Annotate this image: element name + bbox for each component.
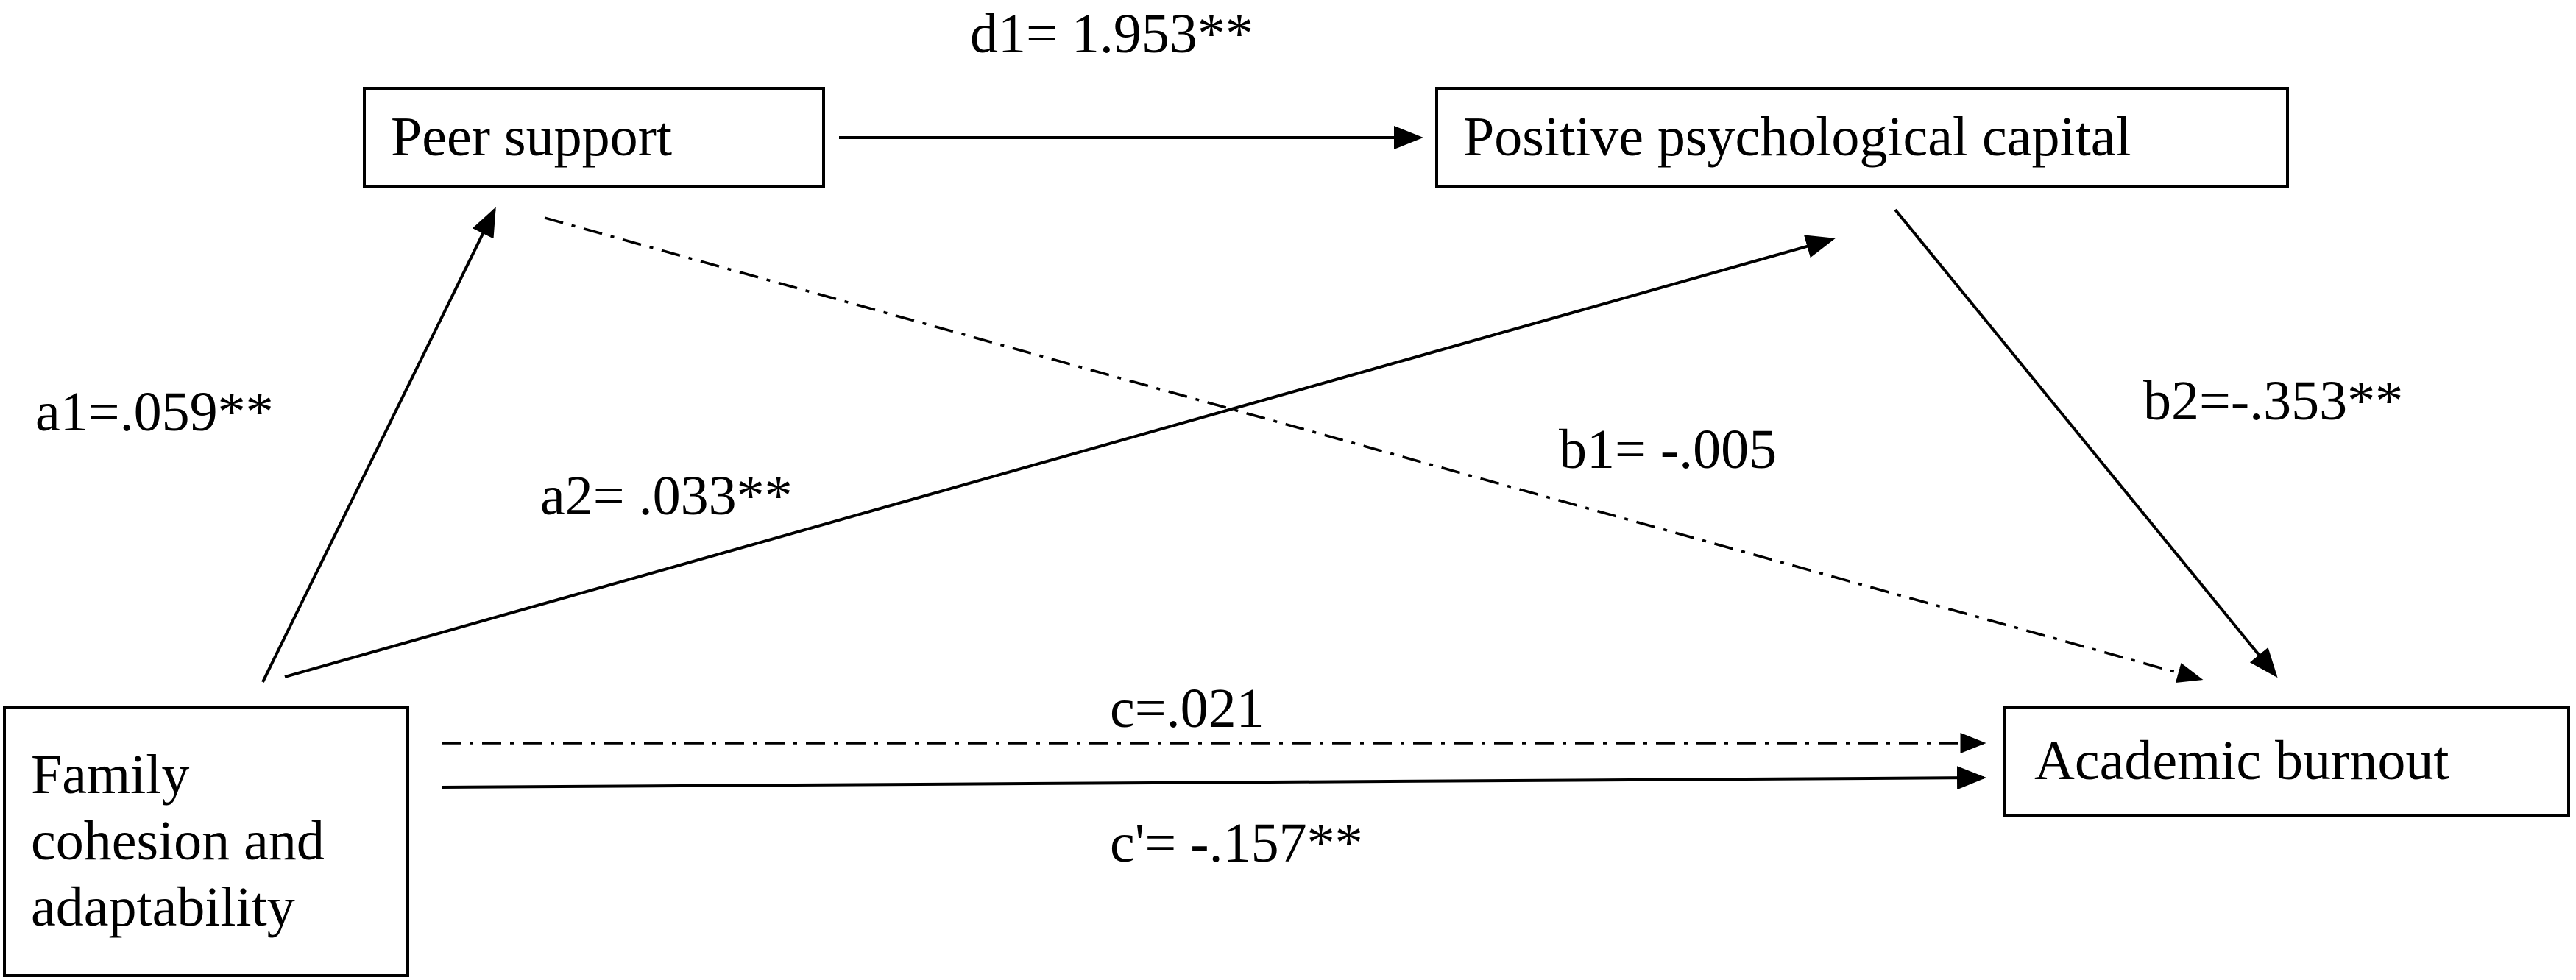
label-c-prime: c'= -.157** xyxy=(1110,812,1363,874)
label-b1: b1= -.005 xyxy=(1559,419,1777,480)
node-peer-support: Peer support xyxy=(363,87,825,188)
label-a1: a1=.059** xyxy=(35,381,274,443)
label-a2: a2= .033** xyxy=(540,465,793,527)
node-family-cohesion-adaptability: Family cohesion and adaptability xyxy=(3,706,409,977)
label-d1: d1= 1.953** xyxy=(970,3,1253,65)
node-positive-psychological-capital: Positive psychological capital xyxy=(1435,87,2289,188)
node-academic-burnout: Academic burnout xyxy=(2003,706,2570,817)
arrow-a1 xyxy=(261,207,496,683)
arrow-b2 xyxy=(1894,208,2278,678)
arrow-b1 xyxy=(544,216,2204,683)
arrow-a2 xyxy=(284,235,1836,678)
arrow-c-prime xyxy=(441,766,1986,790)
label-c: c=.021 xyxy=(1110,678,1264,739)
label-b2: b2=-.353** xyxy=(2143,370,2404,432)
